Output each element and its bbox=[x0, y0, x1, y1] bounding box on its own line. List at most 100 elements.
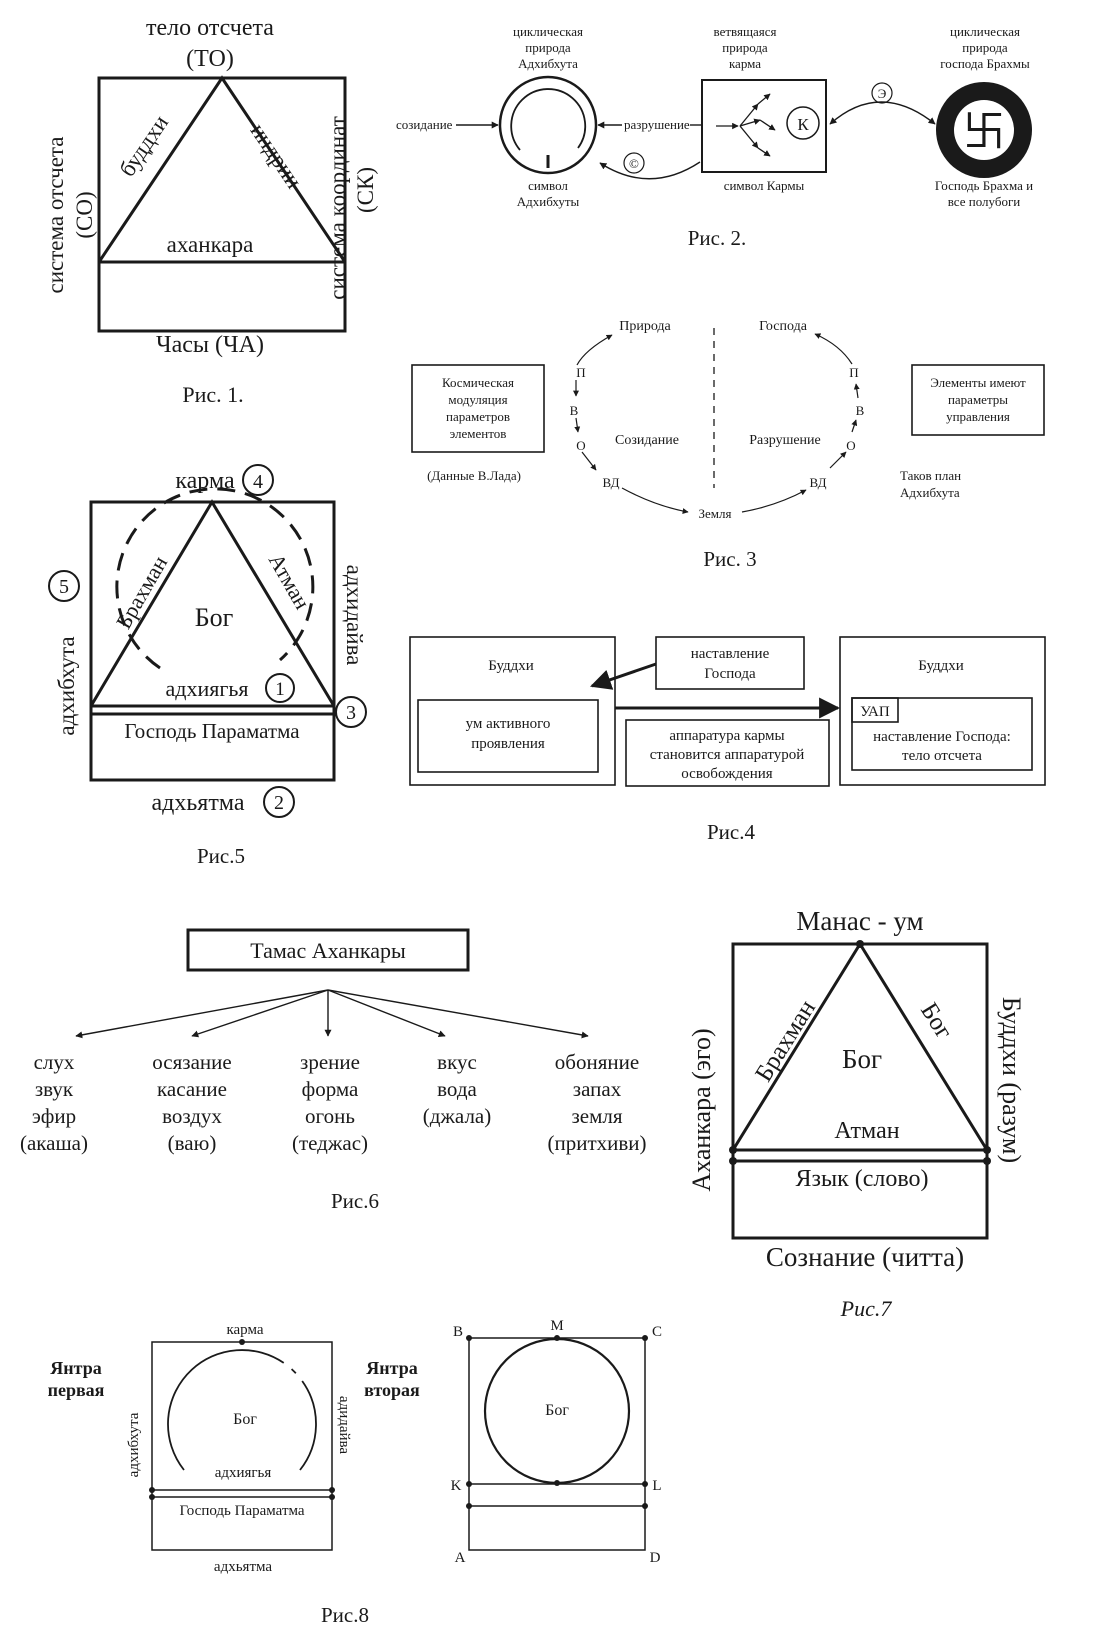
fig6-col1-3: эфир bbox=[32, 1104, 76, 1128]
fig8-adhidaiva-label: адидайва bbox=[336, 1396, 352, 1455]
fig5-n5-circle bbox=[48, 570, 80, 602]
fig5-n2-circle bbox=[263, 786, 295, 818]
fig3-left-o: О bbox=[576, 438, 585, 453]
fig8-caption: Рис.8 bbox=[321, 1603, 369, 1627]
fig2-caption: Рис. 2. bbox=[688, 226, 747, 250]
fig2-k-circle bbox=[786, 106, 820, 140]
fig6-caption: Рис.6 bbox=[331, 1189, 379, 1213]
fig7-bottom-label: Сознание (читта) bbox=[766, 1242, 964, 1272]
fig8-adhibhuta-label: адхибхута bbox=[126, 1412, 142, 1477]
fig8-karma-label: карма bbox=[226, 1322, 263, 1338]
fig6-col2-4: (ваю) bbox=[168, 1131, 217, 1155]
fig3-caption: Рис. 3 bbox=[703, 547, 756, 571]
fig1-triangle bbox=[97, 75, 347, 263]
fig2-top-right-3: господа Брахмы bbox=[940, 56, 1030, 71]
fig4-right-box bbox=[839, 636, 1046, 786]
fig4-middle-3: освобождения bbox=[681, 766, 772, 782]
fig5-n5: 5 bbox=[59, 576, 69, 598]
fig6-arrow-4 bbox=[327, 989, 446, 1037]
fig6-arrow-5 bbox=[327, 989, 589, 1039]
fig3-left-p: П bbox=[576, 365, 585, 380]
fig7-lang-label: Язык (слово) bbox=[795, 1166, 928, 1192]
fig2-top-left-1: циклическая bbox=[513, 24, 583, 39]
fig5-adhiyagya-label: адхиягья bbox=[165, 676, 248, 701]
fig7-apex-dot bbox=[856, 940, 864, 948]
fig8-yantra1-2: первая bbox=[48, 1380, 105, 1400]
fig7-caption: Рис.7 bbox=[840, 1296, 893, 1321]
fig5-n1-circle bbox=[265, 673, 295, 703]
fig1-tri-right-label: индрии bbox=[246, 119, 307, 193]
fig6-col2-2: касание bbox=[157, 1077, 227, 1101]
fig2-e-arc bbox=[829, 101, 936, 125]
fig3-earth-label: Земля bbox=[699, 506, 732, 521]
fig2-top-left-3: Адхибхута bbox=[518, 56, 578, 71]
fig2-bottom-right-1: Господь Брахма и bbox=[935, 178, 1033, 193]
fig5-n4-circle bbox=[242, 464, 274, 496]
fig4-right-inner-1: наставление Господа: bbox=[873, 729, 1011, 745]
fig2-creation-label: созидание bbox=[396, 117, 453, 132]
fig3-data-note: (Данные В.Лада) bbox=[427, 468, 521, 483]
fig3-curve-right-bottom bbox=[741, 489, 807, 513]
fig1-top-abbrev: (ТО) bbox=[186, 46, 234, 72]
fig8-point-m: M bbox=[550, 1318, 563, 1334]
fig6-col1-4: (акаша) bbox=[20, 1131, 88, 1155]
fig4-left-box bbox=[409, 636, 616, 786]
fig8-adhiyagya-label: адхиягья bbox=[215, 1465, 272, 1481]
fig8-god1-label: Бог bbox=[233, 1411, 257, 1428]
fig3-right-box-2: параметры bbox=[948, 392, 1008, 407]
fig2-bottom-left-2: Адхибхуты bbox=[517, 194, 580, 209]
fig3-plan-2: Адхибхута bbox=[900, 485, 960, 500]
fig8-yantra2-1: Янтра bbox=[366, 1358, 417, 1378]
fig6-col1-2: звук bbox=[35, 1077, 74, 1101]
fig3: Космическая модуляция параметров элемент… bbox=[411, 319, 1045, 571]
fig5-god-label: Бог bbox=[195, 603, 234, 632]
fig5-adhibhuta-label: адхибхута bbox=[54, 636, 79, 735]
fig8: Янтра первая карма Бог адхиягья Господь … bbox=[48, 1318, 662, 1627]
fig6-arrow-1 bbox=[75, 989, 329, 1039]
fig3-lords-label: Господа bbox=[759, 319, 808, 334]
fig2-top-mid-1: ветвящаяся bbox=[714, 24, 777, 39]
fig7-left-label: Аханкара (эго) bbox=[687, 1028, 716, 1191]
fig2-top-left-2: природа bbox=[525, 40, 571, 55]
fig2-c-letter: © bbox=[629, 156, 639, 171]
fig2-c-circle bbox=[623, 152, 645, 174]
fig5-caption: Рис.5 bbox=[197, 844, 245, 868]
fig5-n3-circle bbox=[335, 696, 367, 728]
fig2-bottom-mid: символ Кармы bbox=[724, 178, 805, 193]
fig2-destruction-label: разрушение bbox=[624, 117, 690, 132]
fig1-base-label: аханкара bbox=[167, 232, 254, 257]
fig2-e-circle bbox=[871, 82, 893, 104]
fig4-middle-box bbox=[625, 719, 830, 787]
fig6-col5-3: земля bbox=[571, 1104, 622, 1128]
fig3-left-v: В bbox=[570, 403, 579, 418]
fig3-right-box bbox=[911, 364, 1045, 436]
fig1-right-label: система координат bbox=[325, 116, 350, 300]
fig4-instruction-box bbox=[655, 636, 805, 690]
fig6-col5-1: обоняние bbox=[555, 1050, 639, 1074]
fig3-right-o: О bbox=[846, 438, 855, 453]
fig5-n1: 1 bbox=[275, 679, 285, 700]
fig4-uap-box bbox=[851, 697, 899, 723]
fig3-right-p: П bbox=[849, 365, 858, 380]
fig1-left-abbrev: (СО) bbox=[72, 191, 97, 238]
fig3-left-vd: ВД bbox=[602, 475, 619, 490]
fig8-y1-circle bbox=[167, 1349, 317, 1471]
fig6-col5-4: (притхиви) bbox=[547, 1131, 646, 1155]
fig6-title-box bbox=[186, 928, 470, 972]
fig1: тело отсчета (ТО) Часы (ЧА) система отсч… bbox=[43, 15, 378, 407]
fig3-right-box-1: Элементы имеют bbox=[930, 375, 1026, 390]
fig4-instruction-1: наставление bbox=[691, 646, 770, 662]
fig8-yantra2-2: вторая bbox=[364, 1380, 420, 1400]
fig4-caption: Рис.4 bbox=[707, 820, 755, 844]
fig7-right-label: Буддхи (разум) bbox=[997, 997, 1026, 1163]
fig3-right-v: В bbox=[856, 403, 865, 418]
fig8-y2-frame bbox=[468, 1337, 646, 1551]
fig8-yantra1-1: Янтра bbox=[50, 1358, 101, 1378]
fig2-c-arc bbox=[599, 161, 701, 180]
fig2: циклическая природа Адхибхута ветвящаяся… bbox=[396, 24, 1033, 250]
fig4-middle-1: аппаратура кармы bbox=[669, 728, 784, 744]
fig2-swastika-symbol: 卐 bbox=[963, 110, 1005, 156]
fig4-right-inner-box bbox=[851, 697, 1033, 771]
fig8-point-k: K bbox=[451, 1478, 462, 1494]
fig2-top-mid-3: карма bbox=[729, 56, 761, 71]
